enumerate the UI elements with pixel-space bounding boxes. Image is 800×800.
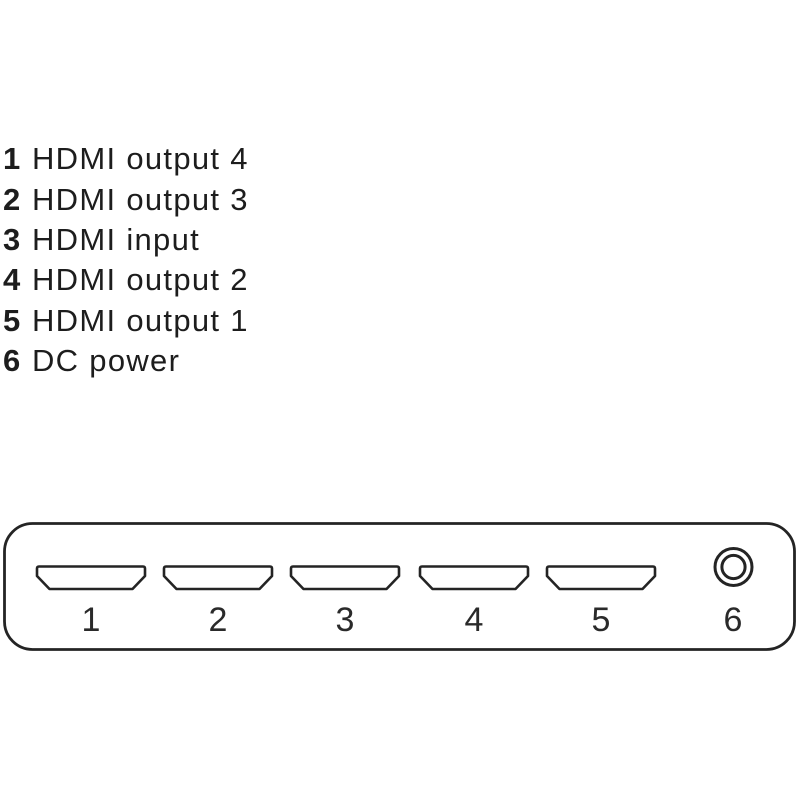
legend-item-label: DC power	[32, 343, 181, 379]
legend-item-number: 4	[3, 262, 21, 298]
dc-power-jack-icon	[713, 547, 754, 587]
port-number-label: 4	[464, 601, 484, 639]
port-number-label: 1	[81, 601, 101, 639]
legend-item-label: HDMI output 2	[32, 262, 249, 298]
legend-item: 3 HDMI input	[3, 220, 249, 260]
legend-item-number: 3	[3, 221, 21, 257]
hdmi-port-icon	[162, 565, 274, 591]
legend-item-number: 1	[3, 141, 21, 177]
legend-item-number: 2	[3, 181, 21, 217]
legend: 1 HDMI output 4 2 HDMI output 3 3 HDMI i…	[3, 139, 249, 381]
port-number-label: 3	[335, 601, 355, 639]
legend-item: 4 HDMI output 2	[3, 260, 249, 300]
legend-item-label: HDMI input	[32, 221, 201, 257]
legend-item-label: HDMI output 4	[32, 141, 249, 177]
legend-item: 5 HDMI output 1	[3, 301, 249, 341]
hdmi-port-icon	[545, 565, 657, 591]
port-number-label: 6	[723, 601, 743, 639]
legend-item: 6 DC power	[3, 341, 249, 381]
hdmi-port-icon	[418, 565, 530, 591]
legend-item: 1 HDMI output 4	[3, 139, 249, 179]
legend-item-label: HDMI output 3	[32, 181, 249, 217]
legend-item-number: 5	[3, 302, 21, 338]
legend-item-label: HDMI output 1	[32, 302, 249, 338]
port-number-label: 5	[591, 601, 611, 639]
legend-item: 2 HDMI output 3	[3, 179, 249, 219]
device-enclosure-outline	[3, 522, 796, 651]
hdmi-port-icon	[35, 565, 147, 591]
legend-item-number: 6	[3, 343, 21, 379]
hdmi-port-icon	[289, 565, 401, 591]
port-number-label: 2	[208, 601, 228, 639]
